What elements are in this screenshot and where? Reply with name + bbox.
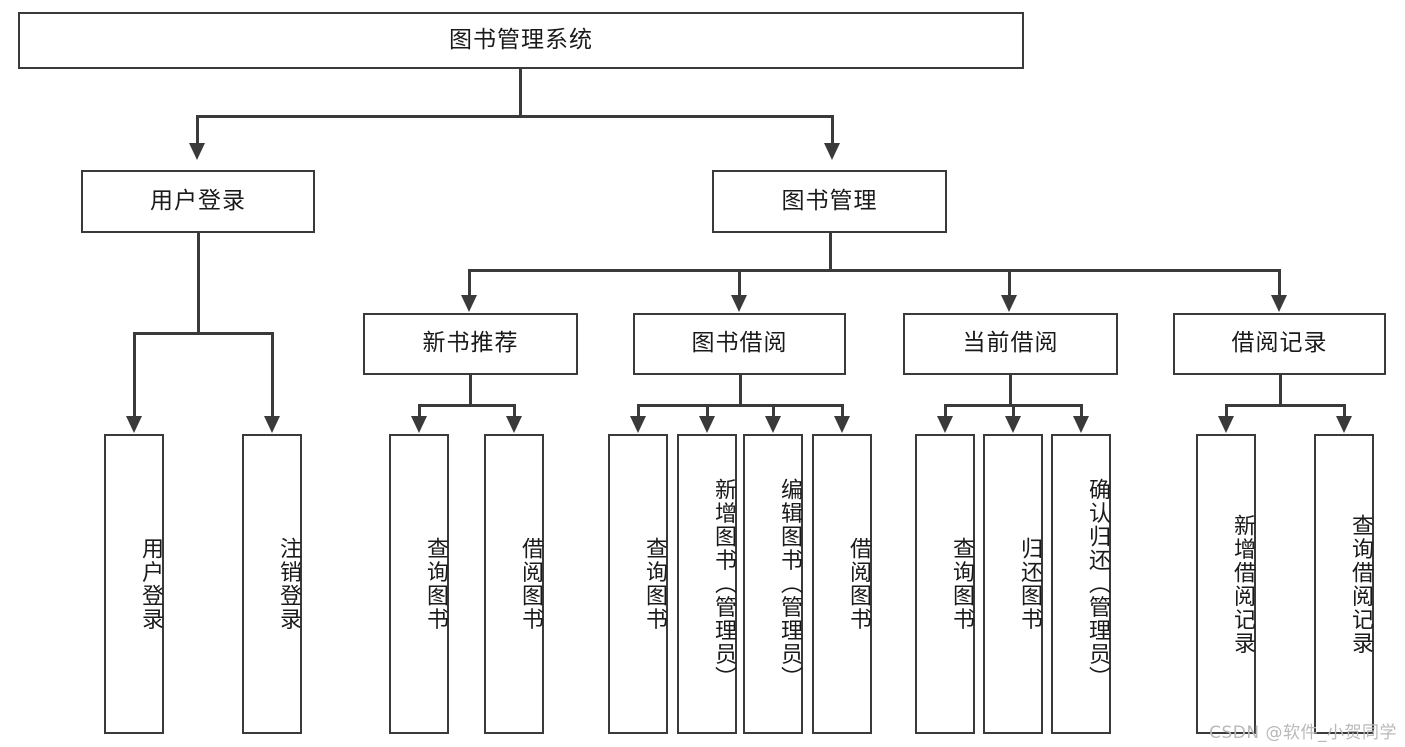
leaf-book-borrow-1[interactable]: 新增图书（管理员） bbox=[677, 434, 737, 734]
arrow-user-login-to-leaf-1 bbox=[264, 416, 280, 433]
arrow-book-borrow-to-leaf-2 bbox=[765, 416, 781, 433]
node-label: 新增借阅记录 bbox=[1230, 513, 1255, 655]
arrow-current-borrow-to-leaf-1 bbox=[1005, 416, 1021, 433]
arrow-borrow-record-to-leaf-1 bbox=[1336, 416, 1352, 433]
arrow-user-login-to-leaf-0 bbox=[126, 416, 142, 433]
edge-book-borrow-to-leaf-0 bbox=[637, 404, 640, 418]
leaf-book-borrow-0[interactable]: 查询图书 bbox=[608, 434, 668, 734]
node-borrow-record[interactable]: 借阅记录 bbox=[1173, 313, 1386, 375]
node-current-borrow[interactable]: 当前借阅 bbox=[903, 313, 1118, 375]
node-label: 归还图书 bbox=[1017, 537, 1042, 631]
node-label: 图书管理系统 bbox=[449, 26, 593, 53]
leaf-new-book-1[interactable]: 借阅图书 bbox=[484, 434, 544, 734]
node-label: 图书借阅 bbox=[691, 330, 788, 357]
node-label: 用户登录 bbox=[138, 537, 163, 631]
node-label: 查询图书 bbox=[423, 537, 448, 631]
edge-borrow-record-to-leaf-1 bbox=[1343, 404, 1346, 418]
arrow-book-mgmt-to-child-0 bbox=[461, 295, 477, 312]
node-label: 用户登录 bbox=[150, 187, 246, 214]
edge-new-book-bar bbox=[418, 404, 515, 407]
node-label: 编辑图书（管理员） bbox=[777, 478, 802, 690]
edge-user-login-stem bbox=[197, 233, 200, 334]
arrow-new-book-to-leaf-1 bbox=[506, 416, 522, 433]
node-label: 新书推荐 bbox=[422, 330, 519, 357]
arrow-book-mgmt-to-child-3 bbox=[1271, 295, 1287, 312]
edge-user-login-to-leaf-0 bbox=[133, 332, 136, 418]
arrow-book-borrow-to-leaf-0 bbox=[630, 416, 646, 433]
node-label: 当前借阅 bbox=[962, 330, 1059, 357]
node-label: 借阅记录 bbox=[1231, 330, 1328, 357]
edge-book-borrow-stem bbox=[739, 375, 742, 406]
node-new-book-recommend[interactable]: 新书推荐 bbox=[363, 313, 578, 375]
leaf-new-book-0[interactable]: 查询图书 bbox=[389, 434, 449, 734]
leaf-current-borrow-0[interactable]: 查询图书 bbox=[915, 434, 975, 734]
edge-root-to-book-mgmt bbox=[831, 115, 834, 145]
edge-new-book-to-leaf-0 bbox=[418, 404, 421, 418]
node-label: 确认归还（管理员） bbox=[1085, 478, 1110, 690]
edge-root-bar bbox=[196, 115, 834, 118]
arrow-current-borrow-to-leaf-0 bbox=[937, 416, 953, 433]
node-label: 查询图书 bbox=[642, 537, 667, 631]
edge-book-mgmt-to-child-1 bbox=[738, 269, 741, 297]
edge-root-to-user-login bbox=[196, 115, 199, 145]
edge-book-mgmt-to-child-3 bbox=[1278, 269, 1281, 297]
leaf-current-borrow-1[interactable]: 归还图书 bbox=[983, 434, 1043, 734]
edge-user-login-to-leaf-1 bbox=[271, 332, 274, 418]
watermark-text: CSDN @软件_小贺同学 bbox=[1209, 723, 1397, 743]
node-label: 借阅图书 bbox=[846, 537, 871, 631]
node-book-borrow[interactable]: 图书借阅 bbox=[633, 313, 846, 375]
edge-book-borrow-to-leaf-3 bbox=[841, 404, 844, 418]
node-label: 借阅图书 bbox=[518, 537, 543, 631]
node-label: 查询借阅记录 bbox=[1348, 513, 1373, 655]
arrow-book-mgmt-to-child-2 bbox=[1001, 295, 1017, 312]
node-label: 查询图书 bbox=[949, 537, 974, 631]
node-label: 新增图书（管理员） bbox=[711, 478, 736, 690]
leaf-borrow-record-0[interactable]: 新增借阅记录 bbox=[1196, 434, 1256, 734]
edge-current-borrow-to-leaf-0 bbox=[944, 404, 947, 418]
leaf-borrow-record-1[interactable]: 查询借阅记录 bbox=[1314, 434, 1374, 734]
arrow-root-to-book-mgmt bbox=[824, 143, 840, 160]
arrow-book-mgmt-to-child-1 bbox=[731, 295, 747, 312]
arrow-book-borrow-to-leaf-3 bbox=[834, 416, 850, 433]
edge-new-book-stem bbox=[469, 375, 472, 406]
arrow-book-borrow-to-leaf-1 bbox=[699, 416, 715, 433]
node-user-login[interactable]: 用户登录 bbox=[81, 170, 315, 233]
edge-book-mgmt-to-child-0 bbox=[468, 269, 471, 297]
edge-book-borrow-to-leaf-2 bbox=[772, 404, 775, 418]
arrow-new-book-to-leaf-0 bbox=[411, 416, 427, 433]
edge-book-borrow-bar bbox=[637, 404, 842, 407]
leaf-user-login-0[interactable]: 用户登录 bbox=[104, 434, 164, 734]
leaf-book-borrow-3[interactable]: 借阅图书 bbox=[812, 434, 872, 734]
edge-book-mgmt-bar bbox=[468, 269, 1278, 272]
edge-new-book-to-leaf-1 bbox=[513, 404, 516, 418]
node-book-management[interactable]: 图书管理 bbox=[712, 170, 947, 233]
edge-root-stem bbox=[519, 69, 522, 117]
edge-current-borrow-to-leaf-2 bbox=[1080, 404, 1083, 418]
arrow-root-to-user-login bbox=[189, 143, 205, 160]
node-root-system[interactable]: 图书管理系统 bbox=[18, 12, 1024, 69]
edge-user-login-bar bbox=[133, 332, 273, 335]
edge-book-borrow-to-leaf-1 bbox=[706, 404, 709, 418]
arrow-current-borrow-to-leaf-2 bbox=[1073, 416, 1089, 433]
edge-current-borrow-to-leaf-1 bbox=[1012, 404, 1015, 418]
edge-borrow-record-bar bbox=[1225, 404, 1343, 407]
edge-book-mgmt-stem bbox=[829, 233, 832, 271]
node-label: 图书管理 bbox=[781, 187, 878, 214]
edge-current-borrow-stem bbox=[1009, 375, 1012, 406]
edge-borrow-record-to-leaf-0 bbox=[1225, 404, 1228, 418]
edge-borrow-record-stem bbox=[1279, 375, 1282, 406]
leaf-user-login-1[interactable]: 注销登录 bbox=[242, 434, 302, 734]
edge-book-mgmt-to-child-2 bbox=[1008, 269, 1011, 297]
leaf-book-borrow-2[interactable]: 编辑图书（管理员） bbox=[743, 434, 803, 734]
arrow-borrow-record-to-leaf-0 bbox=[1218, 416, 1234, 433]
node-label: 注销登录 bbox=[276, 537, 301, 631]
leaf-current-borrow-2[interactable]: 确认归还（管理员） bbox=[1051, 434, 1111, 734]
